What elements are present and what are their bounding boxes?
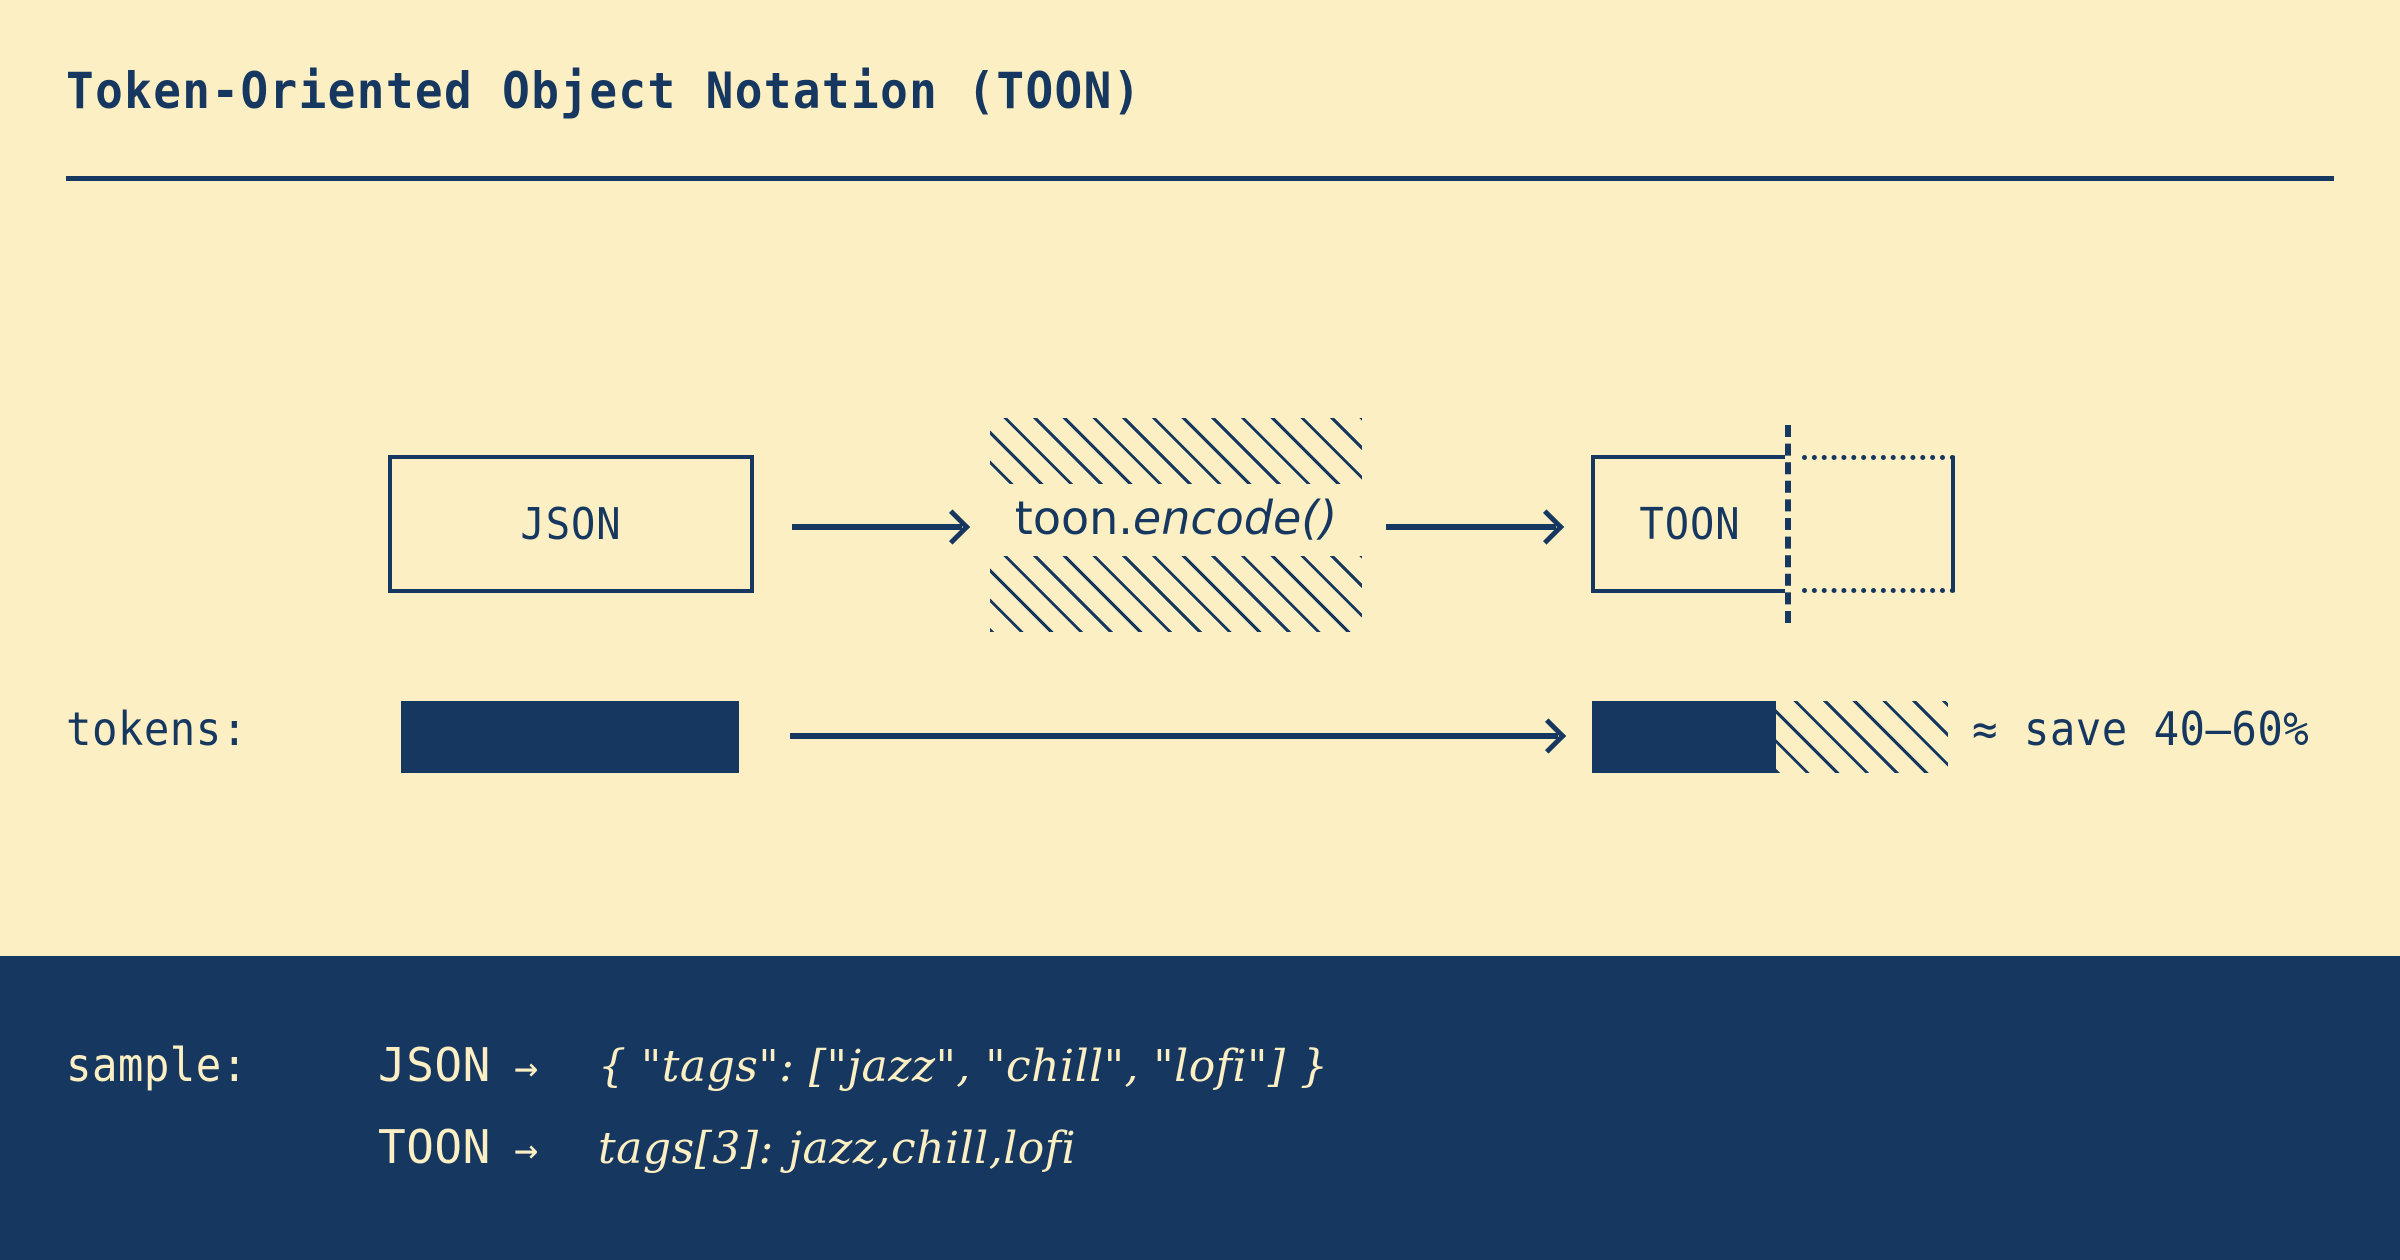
toon-target-box-label: TOON bbox=[1639, 498, 1741, 550]
page-title: Token-Oriented Object Notation (TOON) bbox=[66, 62, 1142, 120]
sample-row-toon-format: TOON bbox=[378, 1120, 491, 1174]
encode-function-label: toon.encode() bbox=[990, 484, 1362, 552]
title-divider-rule bbox=[66, 176, 2334, 181]
encode-namespace-text: toon. bbox=[1014, 491, 1133, 545]
token-comparison-arrow bbox=[790, 733, 1558, 739]
flow-arrow-encode-to-toon bbox=[1386, 524, 1556, 530]
sample-panel-label: sample: bbox=[66, 1038, 248, 1092]
token-bar-toon-saved-hatch bbox=[1776, 701, 1948, 773]
sample-row-json: JSON → { "tags": ["jazz", "chill", "lofi… bbox=[378, 1038, 1328, 1092]
savings-note: ≈ save 40–60% bbox=[1972, 702, 2310, 756]
toon-box-dashed-divider bbox=[1785, 425, 1791, 623]
toon-box-saved-region bbox=[1802, 455, 1955, 593]
toon-target-box: TOON bbox=[1591, 455, 1785, 593]
encode-method-text: encode() bbox=[1132, 491, 1338, 545]
token-bar-toon-filled bbox=[1592, 701, 1776, 773]
sample-row-json-arrow: → bbox=[514, 1045, 539, 1091]
tokens-row-label: tokens: bbox=[66, 702, 248, 756]
flow-arrow-json-to-encode bbox=[792, 524, 962, 530]
sample-row-json-code: { "tags": ["jazz", "chill", "lofi"] } bbox=[598, 1041, 1329, 1092]
sample-panel bbox=[0, 956, 2400, 1260]
sample-row-toon-code: tags[3]: jazz,chill,lofi bbox=[598, 1123, 1077, 1174]
hatch-pattern-top bbox=[990, 418, 1362, 494]
json-source-box: JSON bbox=[388, 455, 754, 593]
sample-row-json-format: JSON bbox=[378, 1038, 491, 1092]
encode-transform-block: toon.encode() bbox=[990, 400, 1362, 632]
token-bar-json bbox=[401, 701, 739, 773]
json-source-box-label: JSON bbox=[520, 498, 622, 550]
hatch-pattern-bottom bbox=[990, 556, 1362, 632]
sample-row-toon-arrow: → bbox=[514, 1127, 539, 1173]
sample-row-toon: TOON → tags[3]: jazz,chill,lofi bbox=[378, 1120, 1076, 1174]
